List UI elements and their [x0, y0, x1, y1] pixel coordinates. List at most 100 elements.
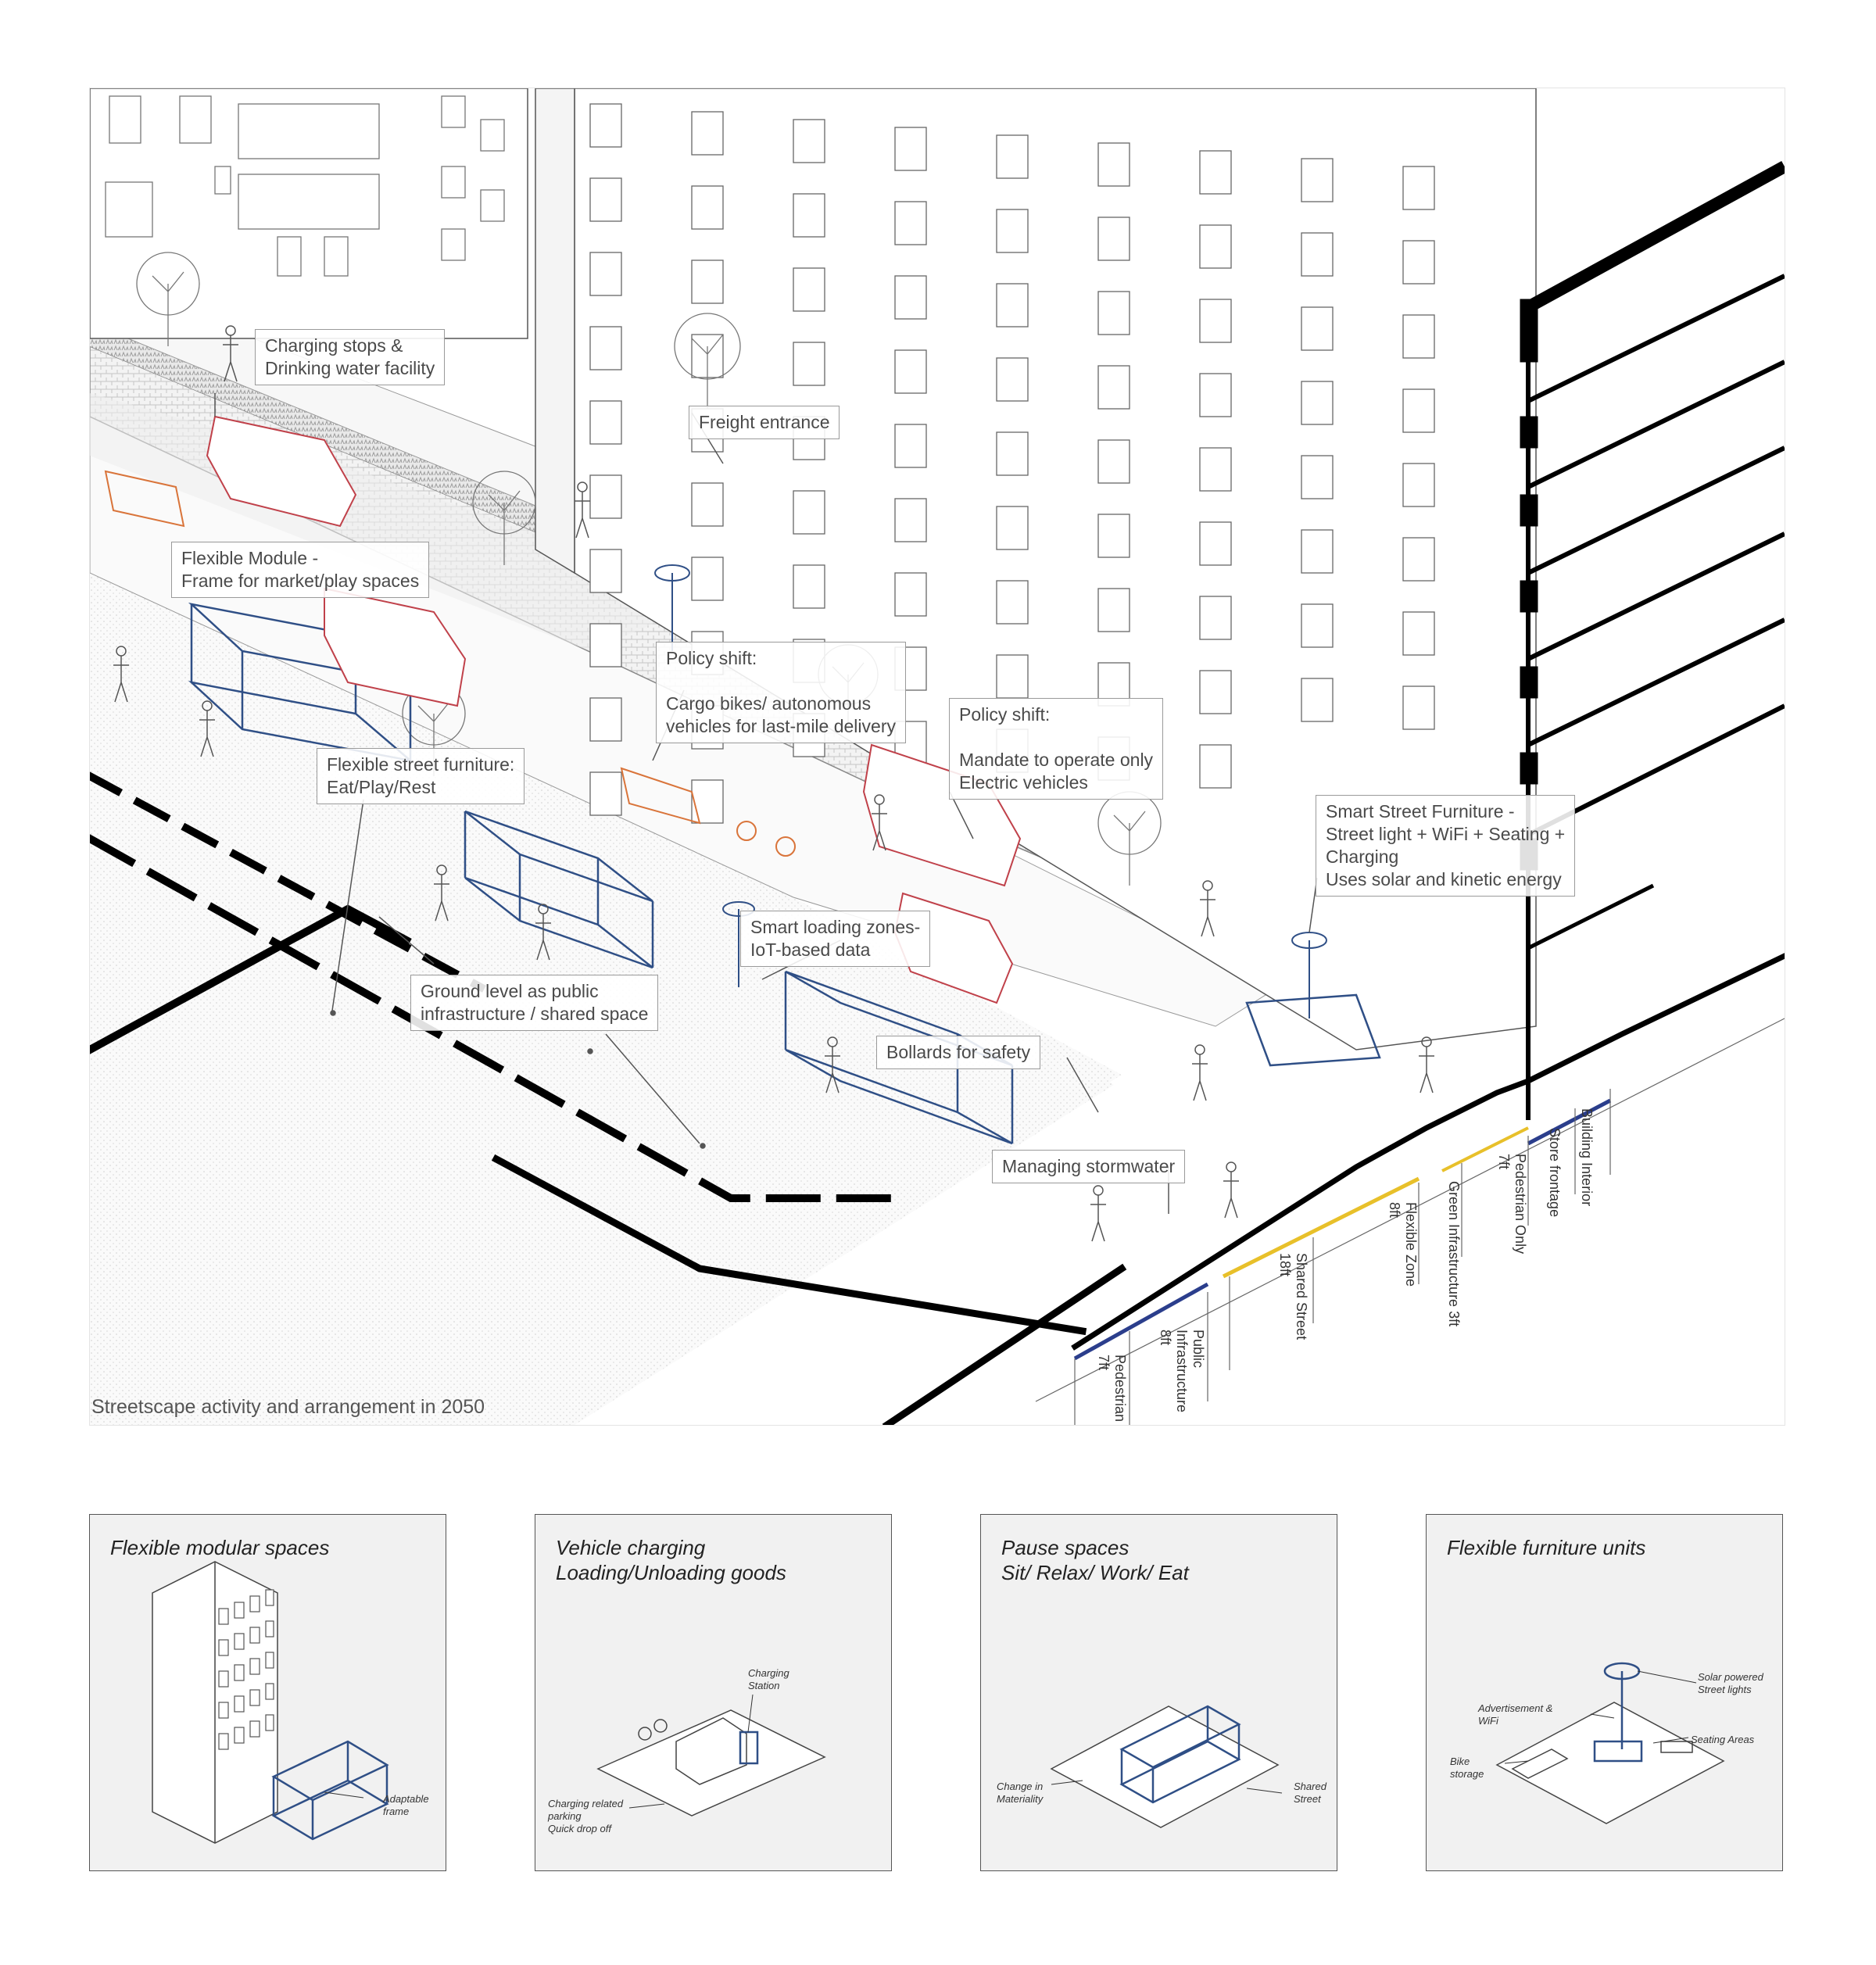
panel-flexible-furniture: Flexible furniture units Solar powered S…: [1426, 1514, 1783, 1871]
building-window: [1402, 314, 1435, 359]
building-window: [1097, 365, 1130, 410]
building-window: [1199, 744, 1232, 789]
building-window: [894, 572, 927, 617]
cargo-bikes: [104, 470, 796, 857]
building-window: [1097, 439, 1130, 484]
zone-label-flexible-zone: Flexible Zone 8ft: [1387, 1202, 1419, 1287]
buildings-left: [90, 88, 528, 339]
building-window: [894, 424, 927, 468]
panel-3-drawing: [1050, 1705, 1283, 1828]
building-window: [1199, 670, 1232, 714]
building-window: [996, 580, 1029, 625]
building-center: [535, 88, 1537, 1051]
building-window: [1402, 537, 1435, 582]
building-window: [1301, 232, 1334, 277]
callout-smart-loading: Smart loading zones- IoT-based data: [740, 911, 931, 967]
pedestrians: [113, 325, 1434, 1242]
building-window: [996, 357, 1029, 402]
building-window: [1097, 588, 1130, 632]
building-window: [589, 252, 622, 296]
callout-flexible-module: Flexible Module - Frame for market/play …: [171, 542, 430, 598]
figure-caption: Streetscape activity and arrangement in …: [91, 1396, 485, 1418]
building-window: [1199, 299, 1232, 343]
note-change-materiality: Change in Materiality: [997, 1781, 1044, 1805]
building-window: [996, 283, 1029, 328]
building-window: [1097, 514, 1130, 558]
callout-smart-furniture: Smart Street Furniture - Street light + …: [1316, 795, 1576, 897]
building-window: [894, 201, 927, 245]
building-window: [1199, 150, 1232, 195]
zone-label-store-frontage: Store frontage: [1547, 1128, 1563, 1218]
building-window: [1301, 603, 1334, 648]
building-window: [1402, 240, 1435, 285]
panel-title: Pause spaces Sit/ Relax/ Work/ Eat: [1001, 1536, 1189, 1584]
panel-title: Vehicle charging Loading/Unloading goods: [556, 1536, 786, 1584]
building-window: [793, 490, 825, 535]
building-window: [1301, 678, 1334, 722]
panel-1-drawing: [152, 1561, 389, 1844]
zone-label-pedestrian-left: Pedestrian 7ft: [1096, 1355, 1128, 1423]
building-window: [1199, 224, 1232, 269]
panel-title: Flexible modular spaces: [110, 1536, 330, 1559]
building-window: [996, 506, 1029, 550]
note-seating-areas: Seating Areas: [1691, 1734, 1755, 1745]
building-window: [1199, 596, 1232, 640]
zone-label-shared-street: Shared Street 18ft: [1277, 1253, 1309, 1340]
building-window: [691, 557, 724, 601]
callout-policy-electric: Policy shift: Mandate to operate only El…: [949, 698, 1164, 800]
note-advertisement-wifi: Advertisement & WiFi: [1478, 1702, 1553, 1727]
panel-pause-spaces: Pause spaces Sit/ Relax/ Work/ Eat Chang…: [980, 1514, 1337, 1871]
building-window: [1097, 142, 1130, 187]
zone-dimension-lines: [1035, 1018, 1785, 1425]
building-window: [1402, 166, 1435, 210]
streetscape-axonometric: Charging stops & Drinking water facility…: [89, 88, 1785, 1426]
building-window: [996, 209, 1029, 253]
zone-label-public-infrastructure: Public Infrastructure 8ft: [1158, 1330, 1206, 1413]
building-window: [894, 275, 927, 320]
building-window: [1402, 463, 1435, 507]
building-window: [1402, 611, 1435, 656]
building-window: [691, 185, 724, 230]
note-charging-parking: Charging related parking Quick drop off: [548, 1798, 624, 1834]
building-window: [996, 654, 1029, 699]
pedestrian-strip-left: [90, 573, 1122, 1104]
building-window: [1301, 306, 1334, 351]
panel-flexible-modular: Flexible modular spaces Adaptable frame: [89, 1514, 446, 1871]
callout-flexible-furniture: Flexible street furniture: Eat/Play/Rest: [317, 748, 525, 804]
zone-label-pedestrian-right: Pedestrian Only 7ft: [1496, 1154, 1528, 1255]
panel-vehicle-charging: Vehicle charging Loading/Unloading goods…: [535, 1514, 892, 1871]
note-solar-lights: Solar powered Street lights: [1698, 1671, 1763, 1695]
building-window: [1199, 447, 1232, 492]
building-window: [589, 474, 622, 519]
building-window: [1199, 373, 1232, 417]
note-adaptable-frame: Adaptable frame: [383, 1793, 429, 1817]
building-window: [894, 349, 927, 394]
building-window: [691, 259, 724, 304]
building-window: [793, 564, 825, 609]
building-window: [589, 177, 622, 222]
panel-2-drawing: [596, 1694, 826, 1816]
building-window: [589, 697, 622, 742]
building-window: [589, 623, 622, 668]
panel-4-drawing: [1495, 1662, 1725, 1824]
building-window: [1097, 291, 1130, 335]
panel-title: Flexible furniture units: [1447, 1536, 1646, 1559]
building-window: [793, 193, 825, 238]
note-charging-station: Charging Station: [748, 1667, 789, 1691]
building-window: [1402, 388, 1435, 433]
building-window: [691, 779, 724, 824]
building-window: [996, 431, 1029, 476]
building-window: [1097, 217, 1130, 261]
building-window: [894, 498, 927, 542]
callout-charging-stops: Charging stops & Drinking water facility: [255, 329, 446, 385]
building-window: [1301, 455, 1334, 499]
callout-stormwater: Managing stormwater: [992, 1150, 1186, 1183]
building-window: [1301, 529, 1334, 574]
callout-freight-entrance: Freight entrance: [689, 406, 840, 439]
building-window: [1199, 521, 1232, 566]
zone-label-green-infrastructure: Green Infrastructure 3ft: [1446, 1181, 1462, 1327]
building-window: [589, 549, 622, 593]
building-window: [589, 400, 622, 445]
building-window: [589, 771, 622, 816]
building-window: [1301, 381, 1334, 425]
